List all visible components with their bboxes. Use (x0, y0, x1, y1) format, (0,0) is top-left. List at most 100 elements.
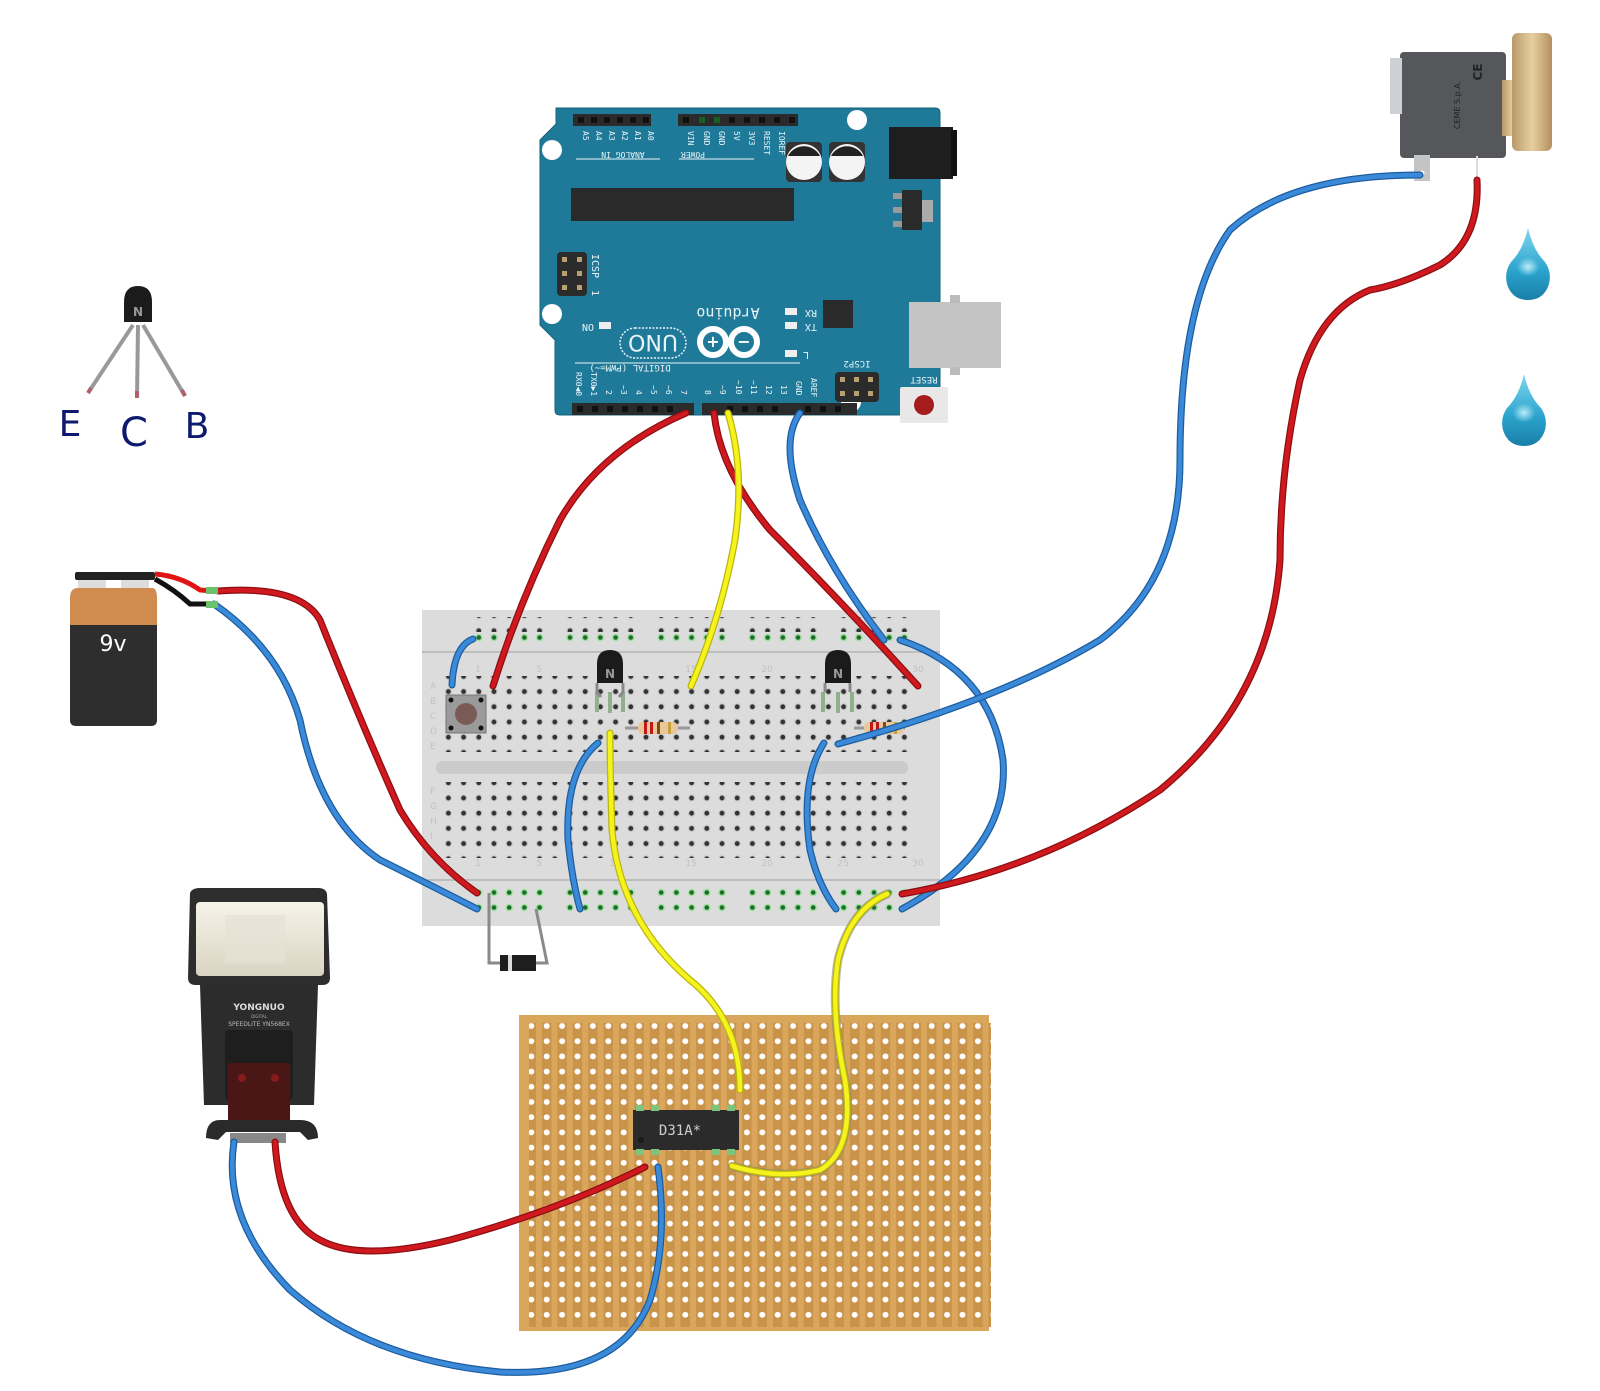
digital-pin-label: 7 (679, 390, 688, 395)
voltage-regulator (893, 190, 933, 230)
row-label: B (430, 697, 436, 707)
digital-pin-label: 2 (604, 390, 613, 395)
terminal-strip-top[interactable] (440, 676, 912, 752)
base-lead (141, 323, 187, 398)
column-number: 5 (536, 665, 542, 675)
reset-button[interactable] (900, 387, 948, 423)
power-pin-label: VIN (686, 131, 695, 146)
column-number: 15 (685, 859, 696, 869)
terminal-strip-bottom[interactable] (440, 782, 912, 858)
diode[interactable] (487, 893, 549, 971)
resistor-1[interactable] (625, 722, 690, 734)
column-number: 20 (761, 665, 773, 675)
on-label: ON (582, 321, 594, 332)
power-pin-label: GND (717, 131, 726, 146)
digital-header-high[interactable] (702, 403, 857, 415)
svg-text:−: − (737, 332, 750, 351)
digital-pin-label: ~6 (664, 385, 673, 395)
l-led (785, 350, 797, 357)
column-number: 15 (685, 665, 696, 675)
pushbutton[interactable] (445, 694, 487, 734)
center-channel (436, 761, 908, 774)
usb-chip (823, 300, 853, 328)
usb-port (909, 295, 1001, 375)
row-label: E (430, 742, 436, 752)
column-number: 30 (912, 859, 924, 869)
stripboard: D31A* (519, 1015, 991, 1331)
icsp-header[interactable] (557, 252, 587, 296)
digital-pin-label: 13 (779, 385, 788, 395)
optocoupler-ic[interactable]: D31A* (633, 1105, 739, 1155)
row-label: F (430, 787, 435, 797)
column-number: 1 (475, 859, 481, 869)
power-pin-label: 3V3 (747, 131, 756, 146)
bottom-power-rail[interactable] (472, 887, 914, 917)
breadboard: A B C D E F G H I J 1 5 10 15 20 25 30 1… (422, 610, 940, 971)
row-label: G (430, 802, 437, 812)
brand-label: Arduino (696, 304, 759, 322)
tx-label: TX (805, 321, 817, 332)
icsp2-header[interactable] (835, 372, 879, 402)
battery-snap (75, 572, 155, 580)
ic-label: D31A* (659, 1123, 701, 1139)
digital-header-low[interactable] (572, 403, 694, 415)
row-label: D (430, 727, 437, 737)
transistor-marking: N (833, 667, 843, 681)
emitter-lead (86, 323, 135, 395)
digital-pin-label: ~10 (734, 380, 743, 395)
atmega-chip (571, 188, 794, 221)
water-drop-1 (1506, 228, 1550, 300)
transistor-marking: N (133, 305, 143, 319)
water-drop-2 (1502, 374, 1546, 446)
power-label: POWER (681, 150, 705, 159)
valve-brand: CEME S.p.A. (1453, 81, 1462, 129)
analog-header[interactable] (573, 114, 651, 126)
power-pin-label: 5V (732, 131, 741, 141)
on-led (599, 322, 611, 329)
digital-pin-label: 12 (764, 385, 773, 395)
icsp2-label: ICSP2 (843, 358, 870, 368)
analog-pin-label: A2 (620, 131, 629, 141)
mounting-hole (847, 110, 867, 130)
icsp-label: ICSP (589, 254, 600, 278)
wire-blue-gnd[interactable] (786, 409, 888, 644)
analog-pin-label: A4 (594, 131, 603, 141)
npn-transistor-1[interactable]: N (595, 650, 625, 713)
power-pin-label: RESET (762, 131, 771, 155)
top-power-rail[interactable] (472, 617, 914, 647)
uno-label: UNO (628, 329, 678, 354)
arduino-uno-board: A5 A4 A3 A2 A1 A0 VIN GND GND 5V 3V3 RES… (539, 107, 1001, 423)
digital-pin-label: ~9 (718, 385, 727, 395)
analog-pin-label: A1 (633, 131, 642, 141)
rx-led (785, 308, 797, 315)
power-header[interactable] (678, 114, 798, 126)
analog-pin-label: A0 (646, 131, 655, 141)
analog-pin-label: A5 (581, 131, 590, 141)
analog-pin-label: A3 (607, 131, 616, 141)
npn-transistor-2[interactable]: N (821, 650, 854, 713)
digital-pin-label: TX0▶1 (589, 372, 598, 396)
battery-9v: 9v (70, 571, 213, 726)
icsp-pin1-label: 1 (589, 290, 600, 296)
row-label: H (430, 817, 437, 827)
emitter-label: E (59, 404, 82, 445)
arduino-logo: UNO + − Arduino (619, 304, 760, 359)
wires (206, 171, 1481, 1376)
collector-lead (135, 324, 140, 399)
digital-pin-label: AREF (809, 378, 818, 397)
solenoid-coil (1400, 52, 1506, 158)
capacitor (829, 142, 865, 182)
column-number: 25 (837, 859, 848, 869)
digital-pin-label: ~3 (619, 385, 628, 395)
svg-text:+: + (706, 332, 719, 351)
ce-mark: CE (1471, 63, 1485, 80)
transistor-marking: N (605, 667, 615, 681)
analog-in-label: ANALOG IN (601, 150, 645, 159)
mounting-hole (542, 304, 562, 324)
digital-pin-label: RX0◀0 (574, 372, 583, 396)
digital-pin-label: 8 (703, 390, 712, 395)
mounting-hole (542, 140, 562, 160)
column-number: 20 (761, 859, 773, 869)
speedlite-flash: YONGNUO DIGITAL SPEEDLITE YN568EX (188, 888, 330, 1143)
